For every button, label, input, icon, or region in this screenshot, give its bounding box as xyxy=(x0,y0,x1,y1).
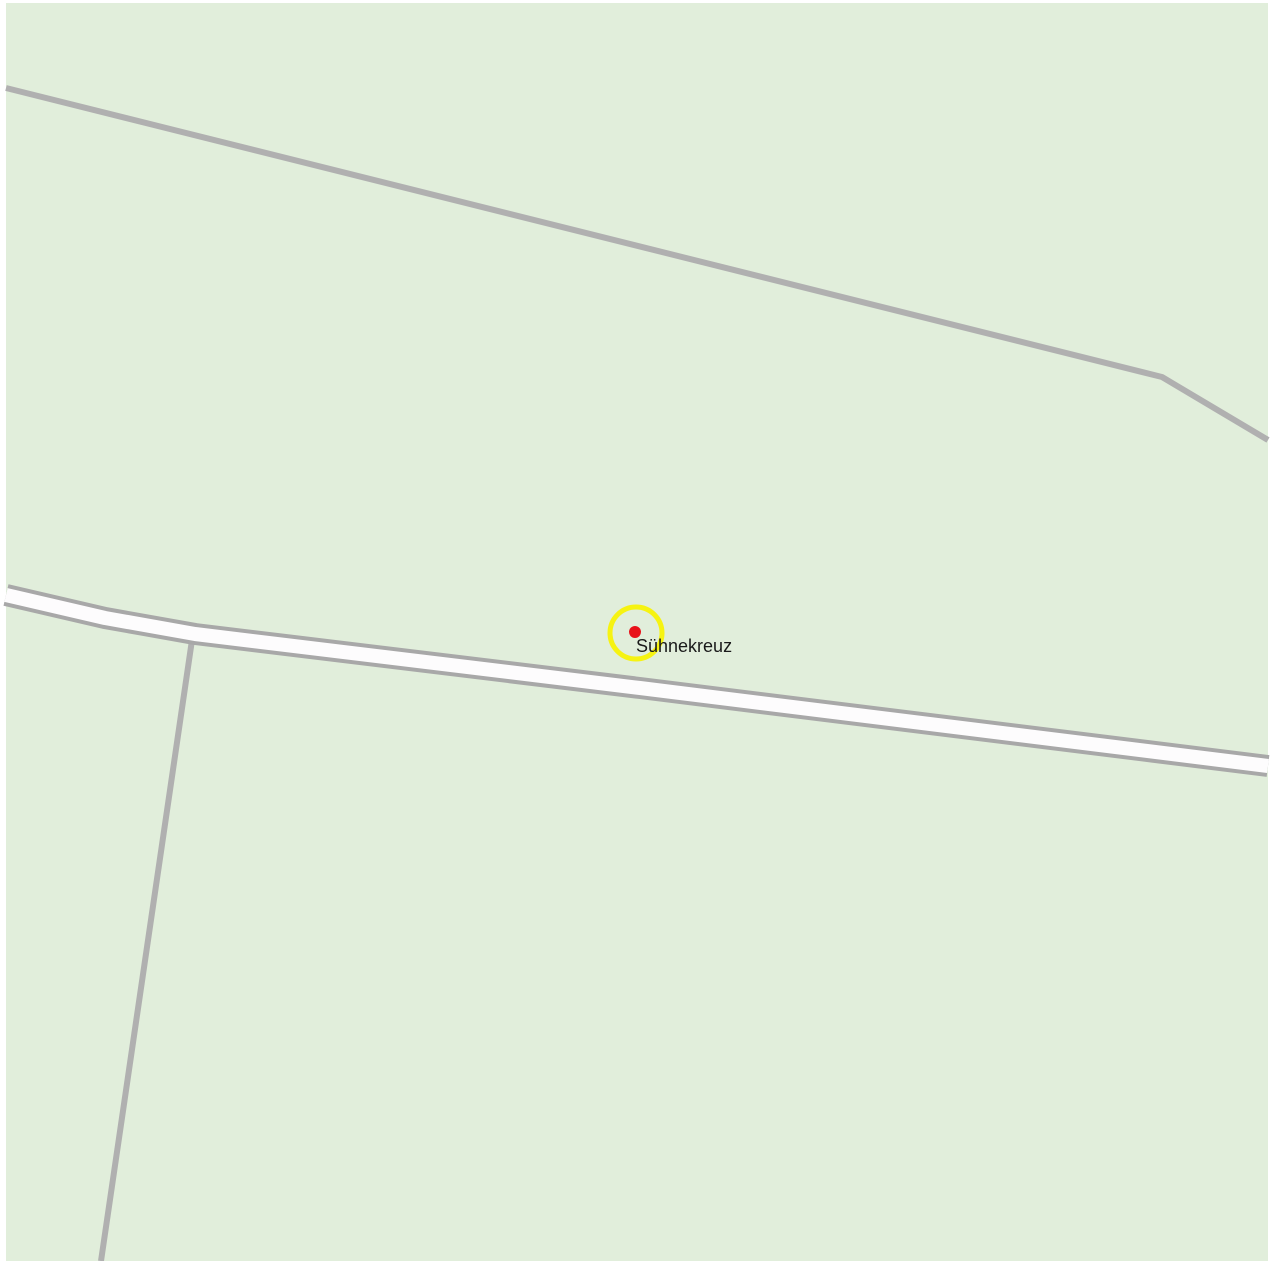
poi-label: Sühnekreuz xyxy=(636,636,732,656)
poi-marker-icon[interactable] xyxy=(607,604,665,662)
road-main[interactable] xyxy=(4,588,1269,773)
track-north[interactable] xyxy=(5,85,1270,443)
poi-highlight-ring xyxy=(607,604,665,662)
poi-dot xyxy=(629,626,641,638)
track-west[interactable] xyxy=(98,639,195,1261)
